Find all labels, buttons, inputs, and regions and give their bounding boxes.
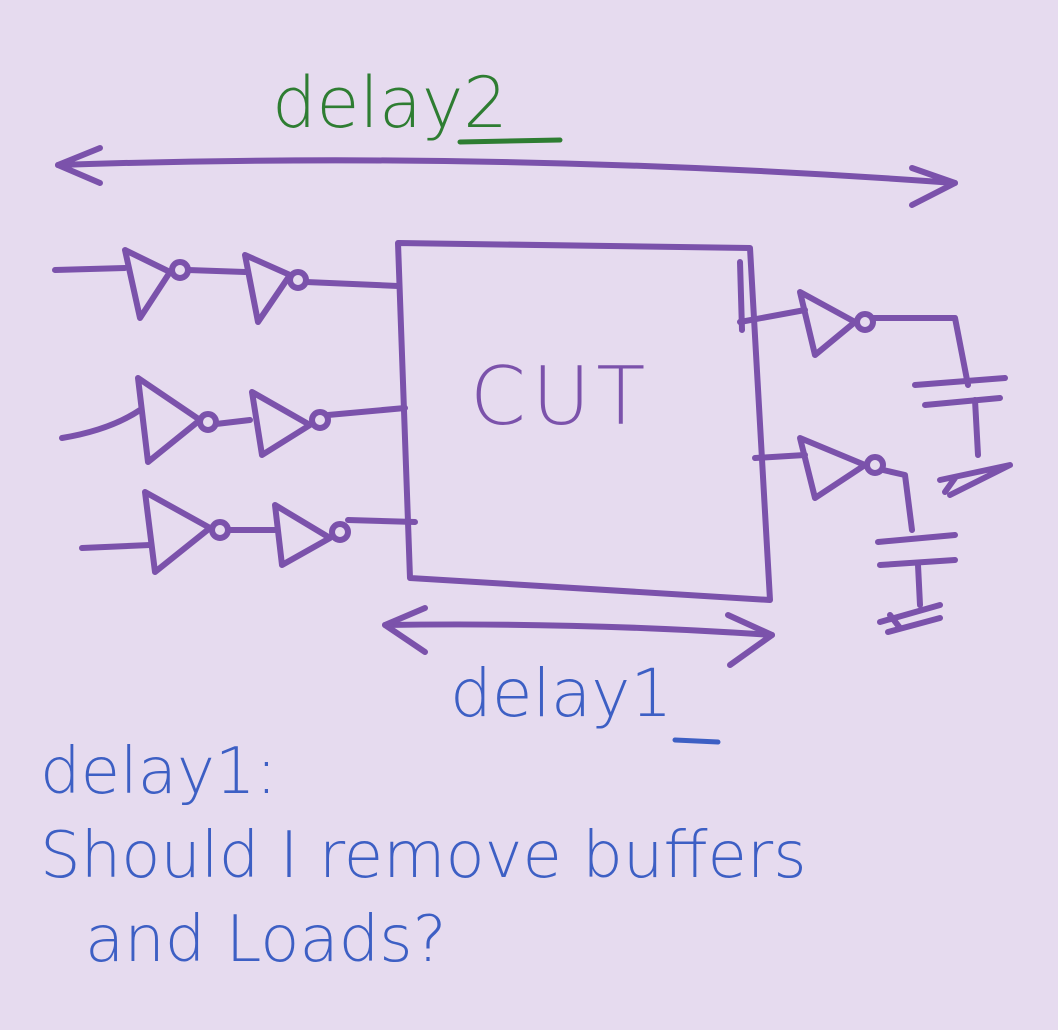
output-buffer-load-1: [737, 289, 1013, 498]
delay2-label: delay2: [272, 62, 508, 144]
question-note: delay1: Should I remove buffers and Load…: [40, 730, 807, 982]
input-buffer-chain-1: [52, 247, 401, 325]
delay1-underline: [672, 737, 721, 745]
note-line-2: Should I remove buffers: [40, 819, 807, 893]
note-line-1: delay1:: [40, 735, 278, 809]
delay2-underline: [457, 137, 563, 145]
note-line-3: and Loads?: [85, 903, 447, 977]
cut-block: [395, 240, 773, 603]
delay2-arrow: [55, 145, 958, 208]
output-buffer-load-2: [752, 435, 958, 635]
cut-label: CUT: [470, 350, 652, 443]
input-buffer-chain-3: [79, 489, 418, 575]
input-buffer-chain-2: [59, 375, 408, 465]
delay1-arrow: [382, 605, 775, 668]
delay1-label: delay1: [450, 655, 673, 732]
